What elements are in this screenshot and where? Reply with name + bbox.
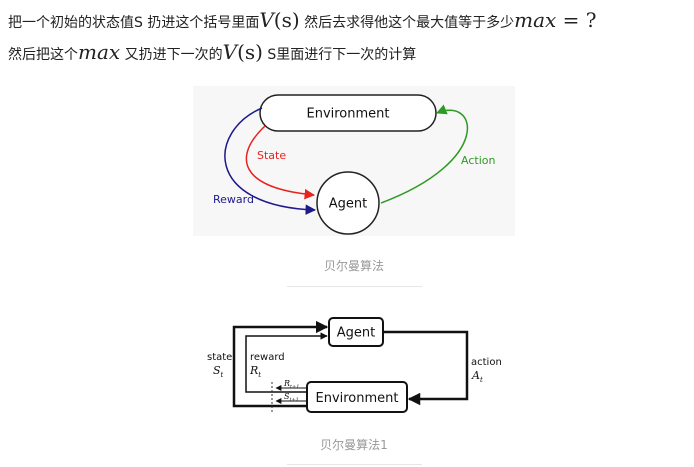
state-text: state [207,352,232,363]
line1-text-2: 然后去求得他这个最大值等于多少 [299,15,515,31]
action-arrow [380,104,469,204]
agent-circle [316,171,380,235]
line2-text-1: 然后把这个 [8,47,78,63]
environment-box [259,94,437,132]
agent-label: Agent [329,197,367,212]
line2-math-arg: (s) [237,40,263,64]
line1-math-V: V [259,8,274,32]
agent-box-label: Agent [337,326,375,341]
action-symbol: At [471,369,483,384]
reward-symbol: Rt [249,364,261,379]
line1-math-max: max [514,8,557,32]
reward-arrow [224,107,317,215]
action-text: action [471,357,502,368]
line2-math-max: max [78,40,121,64]
action-label: Action [461,154,495,167]
line2-text-3: S里面进行下一次的计算 [262,47,417,63]
figure2-divider [287,464,422,465]
line1-math-equals: = ? [556,8,597,32]
reward-label: Reward [213,193,254,206]
line2-math-V: V [222,40,238,64]
state-symbol: St [213,364,224,379]
line1-text-1: 把一个初始的状态值S 扔进这个括号里面 [8,15,260,31]
state-arrow [232,320,329,408]
reward-arrow [245,332,328,393]
figure2-caption: 贝尔曼算法1 [320,438,388,452]
environment-box [306,381,408,413]
state-arrow [245,125,316,200]
line1-math-arg: (s) [273,8,300,32]
paragraph-line-2: 然后把这个max 又扔进下一次的V(s) S里面进行下一次的计算 [8,41,416,66]
next-reward-symbol: Rt+1 [283,379,299,390]
next-state-symbol: St+1 [284,392,299,403]
figure1-caption: 贝尔曼算法 [323,259,384,273]
figure1-diagram: Environment Agent State Reward Action [213,94,495,235]
line2-text-2: 又扔进下一次的 [120,47,223,63]
figure2-diagram: Agent Environment state St reward Rt Rt+… [207,317,502,413]
state-label: State [257,149,286,162]
paragraph-line-1: 把一个初始的状态值S 扔进这个括号里面V(s) 然后去求得他这个最大值等于多少m… [8,9,597,34]
environment-box-label: Environment [315,391,398,406]
action-arrow [383,330,469,406]
environment-label: Environment [306,107,389,122]
reward-text: reward [250,352,285,363]
figure1-divider [287,286,422,287]
